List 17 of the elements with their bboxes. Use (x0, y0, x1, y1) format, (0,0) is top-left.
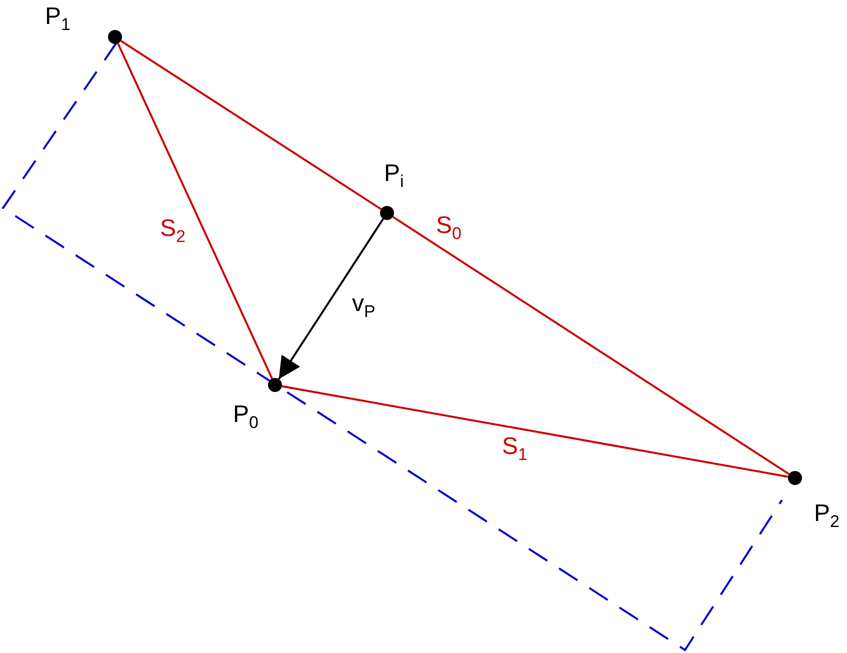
point-dot (268, 378, 282, 392)
line-segment (392, 216, 790, 476)
point-dot (788, 471, 802, 485)
line-segment (282, 385, 788, 478)
line-segment (117, 42, 273, 380)
point-label: P$_{i}$ (384, 160, 404, 193)
point-label: P$_{1}$ (45, 3, 70, 36)
edge-label: S$_{2}$ (160, 215, 186, 248)
point-label: P$_{2}$ (814, 500, 840, 533)
line-segment (120, 40, 382, 210)
point-dot (380, 206, 394, 220)
edge-label: v$_{P}$ (352, 290, 376, 323)
point-label: P$_{0}$ (233, 401, 258, 434)
arrow (278, 218, 384, 380)
edge-label: S$_{1}$ (502, 433, 528, 466)
edge-label: S$_{0}$ (436, 212, 462, 245)
point-dot (108, 30, 122, 44)
